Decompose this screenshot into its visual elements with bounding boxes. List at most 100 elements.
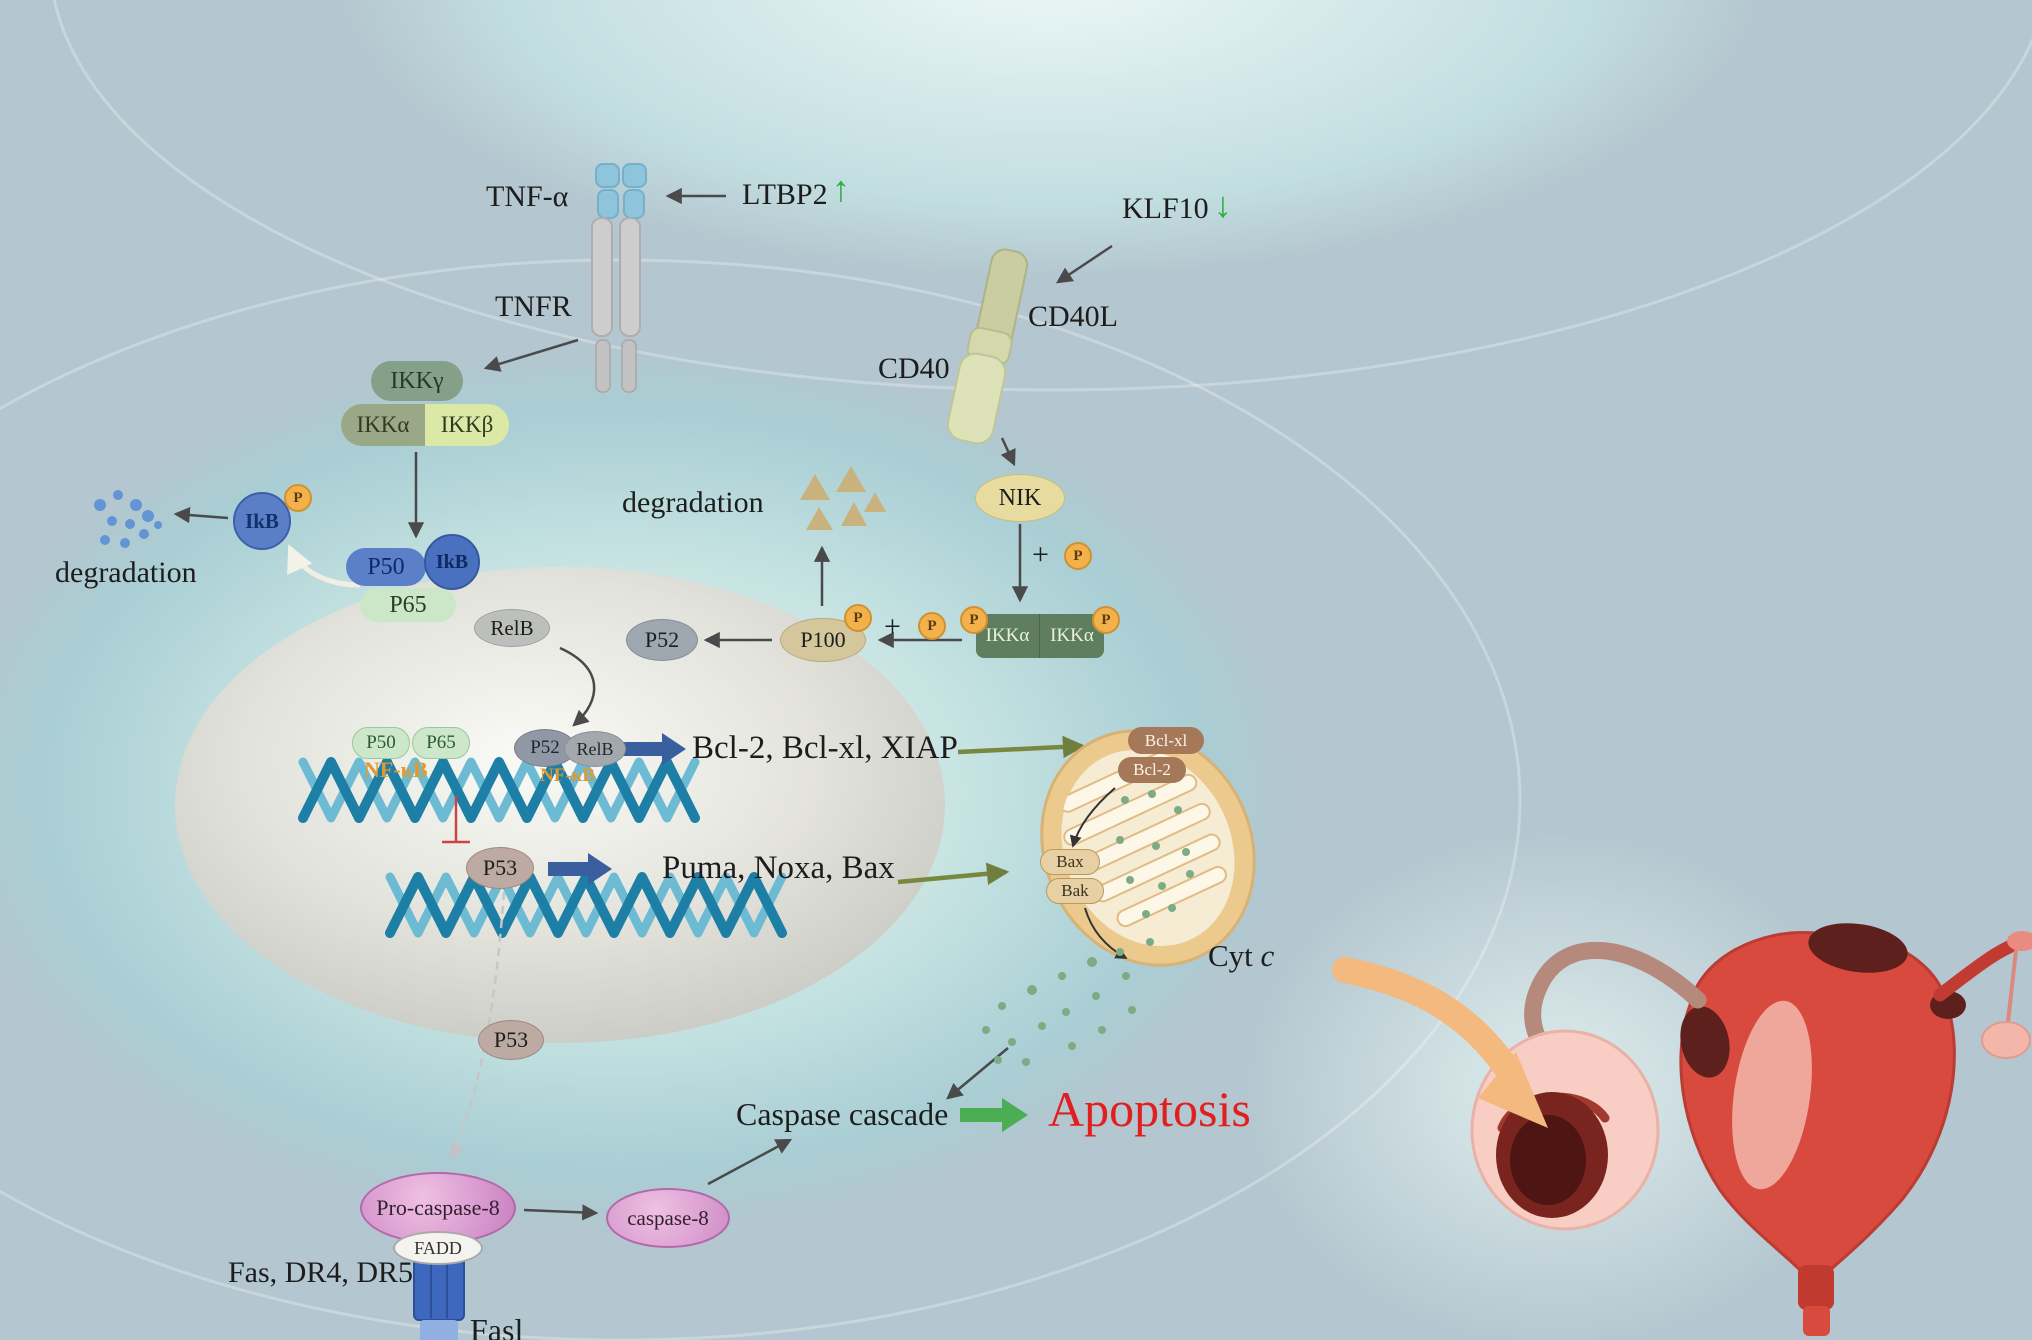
phosphate-ikb: P [284, 484, 312, 512]
arrow-tnfr-to-ikk [483, 338, 579, 372]
zoom-arrow-tail [1332, 957, 1521, 1083]
arrow-caspase8-to-cascade [707, 1138, 793, 1186]
p65-node: P65 [360, 588, 456, 622]
fas-receptor-icon [413, 1255, 465, 1340]
fimbria-right [2007, 931, 2032, 951]
degradation-mid-label: degradation [622, 486, 764, 519]
p52-dna-node: P52 [514, 729, 576, 767]
relb-cyto-node: RelB [474, 609, 550, 647]
fas-dr4-dr5-label: Fas, DR4, DR5 [228, 1256, 414, 1289]
p52-cyto-node: P52 [626, 619, 698, 661]
phosphate-p100: P [844, 604, 872, 632]
ikk-alpha-c2: IKKα [1050, 625, 1094, 646]
p53-cyto-node: P53 [478, 1020, 544, 1060]
p65-dna-node: P65 [412, 727, 470, 759]
ikk-gamma-node: IKKγ [371, 361, 463, 401]
bcl-xl-node: Bcl-xl [1128, 727, 1204, 754]
mitochondria-icon [1040, 729, 1256, 967]
cd40-receptor-icon [946, 248, 1029, 445]
arrow-procaspase-to-caspase8 [523, 1204, 599, 1221]
p53-target-genes-label: Puma, Noxa, Bax [662, 850, 895, 886]
ikb-bound-node: IkB [424, 534, 480, 590]
pathway-arrows [173, 187, 1113, 1221]
dna-helix-1 [298, 757, 700, 823]
cyt-c-italic: c [1260, 938, 1275, 973]
bax-node: Bax [1040, 849, 1100, 875]
arrow-klf10-to-cd40l [1055, 244, 1113, 284]
zoom-arrow-head [1478, 1052, 1548, 1128]
p50-node: P50 [346, 548, 426, 586]
phosphate-free: P [918, 612, 946, 640]
degraded-ikb-dots [94, 490, 162, 548]
degradation-left-label: degradation [55, 556, 197, 589]
tnf-ligand-icon [595, 163, 647, 219]
tnfr-receptor-icon [591, 217, 641, 393]
inhibition-nfkb-p53 [442, 796, 470, 844]
arrow-ikb-to-degradation [173, 506, 229, 524]
dna-helix-2 [385, 872, 787, 938]
arrow-relb-p52-to-dna [559, 646, 596, 727]
tnf-alpha-label: TNF-α [486, 180, 569, 213]
block-arrow-nfkb-targets [618, 733, 686, 765]
klf10-label: KLF10 [1122, 192, 1209, 225]
arrow-p53-to-procaspase8 [449, 891, 506, 1161]
upper-cell-membrane-outline [53, 0, 2032, 392]
apoptosis-label: Apoptosis [1048, 1081, 1251, 1137]
phosphate-ikka-right: P [1092, 606, 1120, 634]
relb-dna-node: RelB [564, 731, 626, 767]
uterus-cavity [1732, 1000, 1812, 1190]
ovary-ligament-right [2006, 949, 2018, 1023]
endometrioma-core [1510, 1115, 1586, 1205]
lesion-left [1680, 1006, 1730, 1078]
arrow-bcl2-to-bax [1069, 787, 1116, 848]
nfkb-label-2: NF-κB [540, 765, 595, 786]
vaginal-canal [1803, 1306, 1830, 1336]
ltbp2-label: LTBP2 [742, 178, 828, 211]
uterus-illustration [1332, 923, 2032, 1336]
caspase-8-node: caspase-8 [606, 1188, 730, 1248]
nfkb-label-1: NF-κB [364, 757, 428, 782]
ikk-beta-half: IKKβ [440, 412, 494, 437]
block-arrow-p53-targets [548, 853, 612, 885]
arrow-complex-to-ikb [287, 544, 361, 588]
block-arrow-apoptosis [960, 1098, 1028, 1132]
phosphate-ikka-left: P [960, 606, 988, 634]
arrow-puma-to-mitochondria [897, 862, 1010, 885]
ltbp2-up-arrow-icon: ↑ [832, 169, 850, 209]
caspase-cascade-label: Caspase cascade [736, 1096, 949, 1132]
cervix [1798, 1265, 1834, 1310]
tnfr-label: TNFR [495, 290, 572, 323]
p50-dna-node: P50 [352, 727, 410, 759]
fallopian-tube-right [1933, 937, 2023, 1002]
phosphate-nik: P [1064, 542, 1092, 570]
bcl-2-node: Bcl-2 [1118, 757, 1186, 783]
p53-nuclear-node: P53 [466, 847, 534, 889]
arrow-bcl-to-mitochondria [957, 735, 1086, 759]
klf10-down-arrow-icon: ↓ [1214, 185, 1232, 225]
ikk-alpha-c1: IKKα [976, 614, 1040, 658]
bak-node: Bak [1046, 878, 1104, 904]
ikk-alpha-half: IKKα [341, 404, 425, 446]
degraded-p100-triangles [800, 466, 886, 530]
cd40l-label: CD40L [1028, 300, 1118, 333]
ikk-alpha-beta-node: IKKα IKKβ [341, 404, 509, 446]
lesion-fundus [1808, 923, 1908, 973]
mitochondria-dots [1116, 790, 1194, 918]
fasl-label: Fasl [470, 1312, 524, 1340]
ikb-phospho-node: IkB [233, 492, 291, 550]
arrow-cytc-to-cascade [946, 1047, 1009, 1100]
plus-sign-nik: + [1032, 538, 1049, 571]
cd40-label: CD40 [878, 352, 950, 385]
arrow-cd40-to-nik [1000, 437, 1016, 467]
cyt-word: Cyt [1208, 938, 1253, 973]
ikk-alpha-complex-node: IKKα IKKα [976, 614, 1104, 658]
fadd-node: FADD [393, 1231, 483, 1265]
ovary-right [1981, 1021, 2031, 1059]
nfkb-target-genes-label: Bcl-2, Bcl-xl, XIAP [692, 730, 958, 766]
uterus-body [1679, 930, 1956, 1272]
nik-node: NIK [975, 474, 1065, 522]
cyt-c-label: Cyt c [1208, 938, 1274, 974]
cytc-dots [982, 938, 1154, 1066]
